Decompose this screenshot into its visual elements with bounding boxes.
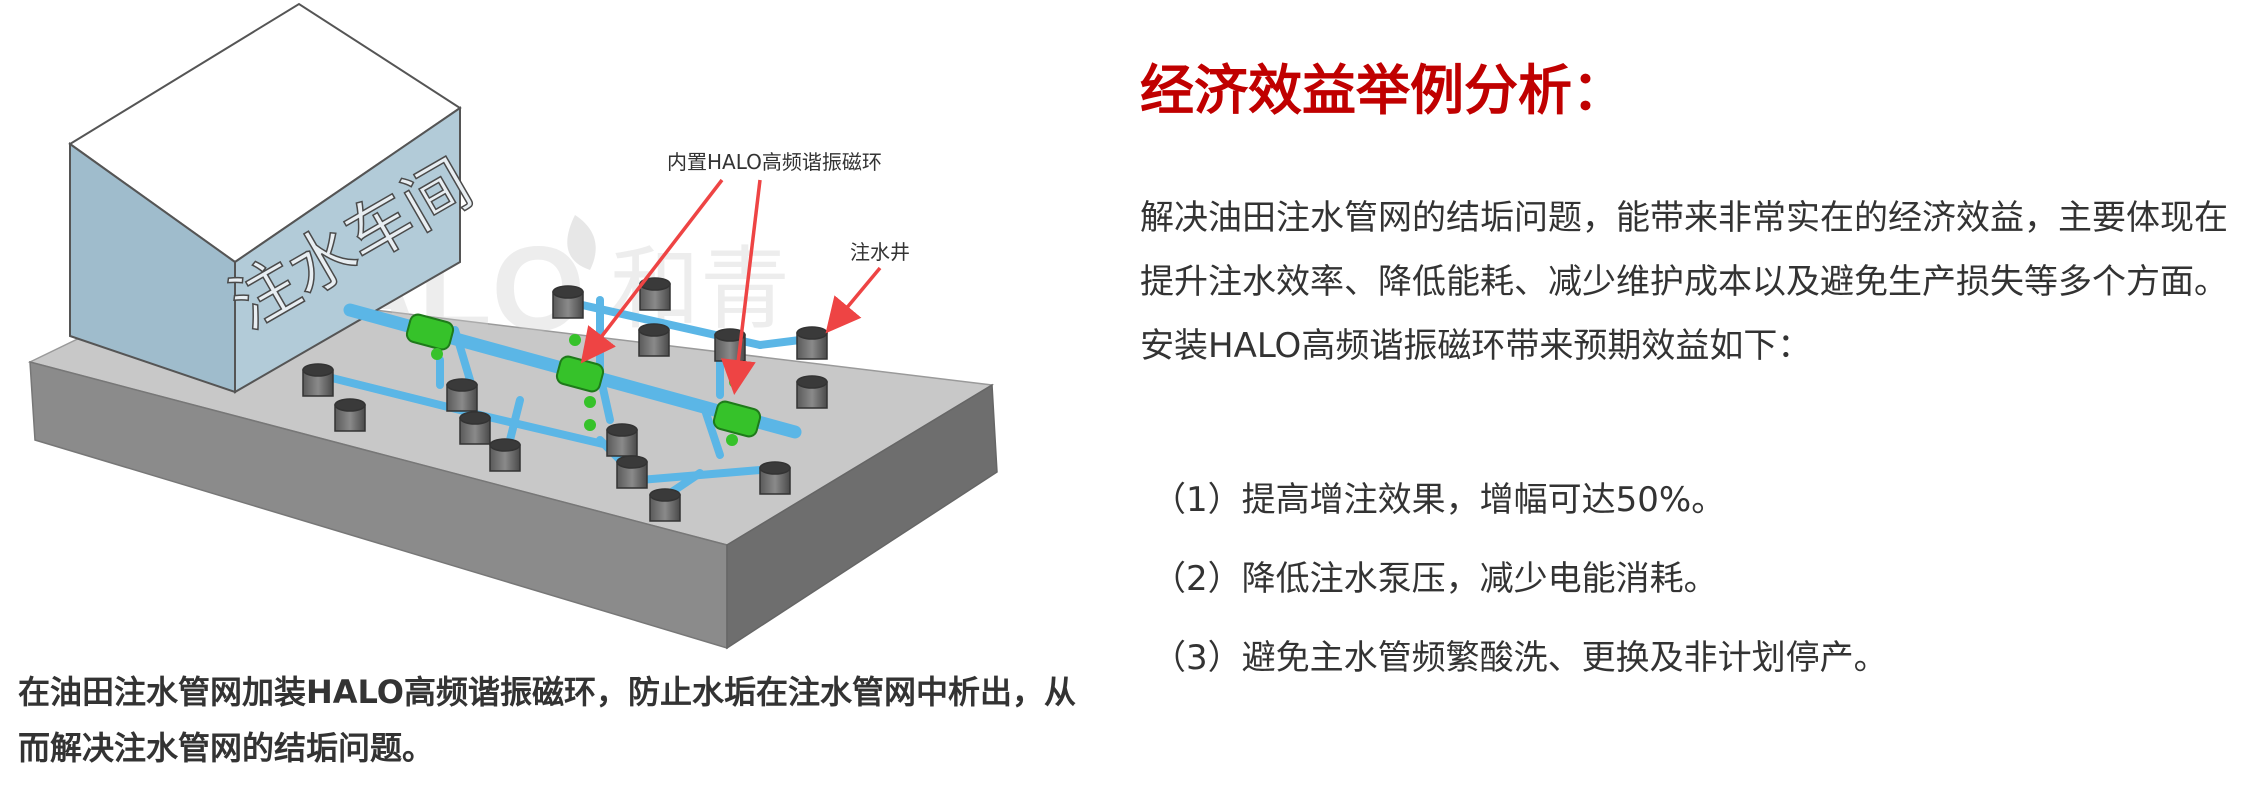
callout-injection-well: 注水井	[850, 240, 910, 264]
benefit-item: （3）避免主水管频繁酸洗、更换及非计划停产。	[1152, 638, 1888, 678]
diagram-caption: 在油田注水管网加装HALO高频谐振磁环，防止水垢在注水管网中析出，从而解决注水管…	[18, 673, 1077, 767]
magnetic-rings	[405, 313, 762, 446]
injection-network-diagram: HALO 和青 注水车间	[27, 2, 998, 650]
page-title: 经济效益举例分析：	[1140, 59, 1626, 122]
benefit-item: （1）提高增注效果，增幅可达50%。	[1152, 480, 1726, 520]
injection-wells	[302, 277, 828, 522]
benefit-item: （2）降低注水泵压，减少电能消耗。	[1152, 559, 1718, 599]
intro-paragraph: 解决油田注水管网的结垢问题，能带来非常实在的经济效益，主要体现在提升注水效率、降…	[1140, 198, 2228, 366]
callout-magnetic-ring: 内置HALO高频谐振磁环	[667, 150, 882, 174]
callout-arrows	[580, 178, 882, 395]
benefit-list: （1）提高增注效果，增幅可达50%。 （2）降低注水泵压，减少电能消耗。 （3）…	[1152, 464, 1888, 701]
